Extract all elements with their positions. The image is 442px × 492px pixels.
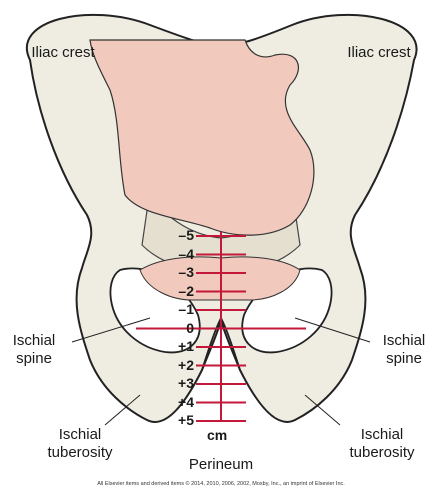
leader-ischial-spine-left <box>71 317 151 343</box>
unit-label: cm <box>207 427 228 443</box>
station-label: +5 <box>178 412 194 428</box>
leader-ischial-tuberosity-left <box>104 394 141 426</box>
station-label: +1 <box>178 338 194 354</box>
station-label: –5 <box>178 227 194 243</box>
station-ticks <box>136 235 306 422</box>
label-ischial-spine-right: Ischial spine <box>382 332 426 367</box>
label-ischial-tuberosity-right: Ischial tuberosity <box>349 426 415 461</box>
station-label: 0 <box>186 319 194 336</box>
fetal-head <box>89 39 315 236</box>
label-iliac-crest-right: Iliac crest <box>347 44 411 61</box>
leader-ischial-spine-right <box>294 317 371 343</box>
label-ischial-tuberosity-left: Ischial tuberosity <box>47 426 113 461</box>
station-label: –2 <box>178 282 194 299</box>
station-label: +2 <box>178 356 194 373</box>
station-label: –4 <box>178 245 194 262</box>
station-label: +4 <box>178 393 194 410</box>
station-label: +3 <box>178 375 194 391</box>
label-iliac-crest-left: Iliac crest <box>31 44 95 61</box>
station-label: –1 <box>178 301 194 317</box>
label-ischial-spine-left: Ischial spine <box>12 332 56 367</box>
leader-ischial-tuberosity-right <box>304 394 341 426</box>
copyright-notice: All Elsevier items and derived items © 2… <box>97 481 345 487</box>
label-perineum: Perineum <box>188 456 254 473</box>
station-label: –3 <box>178 264 194 280</box>
